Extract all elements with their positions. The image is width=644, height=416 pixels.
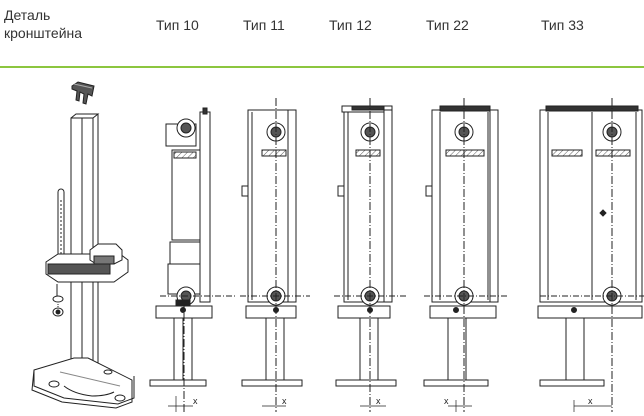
header-detail-label: Деталь кронштейна — [4, 6, 82, 42]
header-type-12: Тип 12 — [329, 17, 372, 33]
bracket-detail-drawing — [31, 81, 135, 409]
radiator-type-11-drawing: x — [240, 98, 310, 412]
dimension-x-type-12: x — [376, 396, 381, 406]
dimension-x-type-11: x — [282, 396, 287, 406]
header-type-11: Тип 11 — [243, 17, 285, 33]
header-type-22: Тип 22 — [426, 17, 469, 33]
radiator-type-33-drawing: x — [537, 98, 644, 412]
radiator-type-22-drawing: x — [423, 98, 508, 412]
dimension-x-type-10: x — [193, 396, 198, 406]
header-type-10: Тип 10 — [156, 17, 199, 33]
radiator-type-12-drawing: x — [334, 98, 406, 412]
dimension-x-type-33: x — [588, 396, 593, 406]
radiator-type-10-drawing: x — [149, 107, 236, 412]
header-type-33: Тип 33 — [541, 17, 584, 33]
dimension-x-type-22: x — [444, 396, 449, 406]
header-detail-line1: Деталь — [4, 7, 51, 23]
header-detail-line2: кронштейна — [4, 25, 83, 41]
header-divider — [0, 66, 644, 68]
